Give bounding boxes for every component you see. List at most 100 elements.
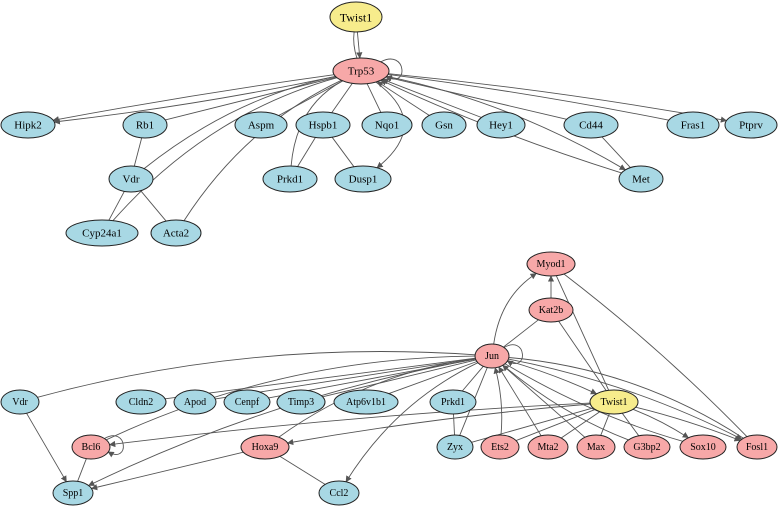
edge-trp53-to-vdr_top xyxy=(143,75,336,169)
node-shape xyxy=(528,297,574,323)
edge-trp53-to-rb1 xyxy=(165,76,337,121)
node-label: Fosl1 xyxy=(746,442,768,453)
node-shape xyxy=(0,389,40,415)
edge-trp53-to-hipk2 xyxy=(52,74,335,123)
edge-jun-to-kat2b xyxy=(503,319,539,348)
node-label: Kat2b xyxy=(539,305,563,316)
node-myod1: Myod1 xyxy=(526,251,576,277)
edge-twist1_bot-to-g3bp2 xyxy=(621,413,640,437)
node-vdr-top: Vdr xyxy=(108,165,154,193)
node-label: Cd44 xyxy=(579,120,603,132)
node-mta2: Mta2 xyxy=(527,434,569,460)
node-shape xyxy=(527,434,569,460)
node-shape xyxy=(329,1,383,33)
edge-trp53-to-fras1 xyxy=(387,73,669,121)
node-ptprv: Ptprv xyxy=(724,111,778,139)
node-label: Atp6v1b1 xyxy=(346,397,386,408)
node-label: Cenpf xyxy=(235,397,260,408)
node-hspb1: Hspb1 xyxy=(295,111,351,139)
node-label: Hoxa9 xyxy=(252,442,279,453)
node-label: Ets2 xyxy=(491,442,509,453)
edge-cd44-to-met xyxy=(601,136,631,168)
node-timp3: Timp3 xyxy=(276,389,326,415)
edge-hoxa9-to-ccl2 xyxy=(279,456,326,485)
node-label: Dusp1 xyxy=(349,174,378,186)
node-shape xyxy=(318,480,360,506)
node-ccl2: Ccl2 xyxy=(318,480,360,506)
edge-jun-to-hoxa9 xyxy=(278,357,476,438)
node-fosl1: Fosl1 xyxy=(736,434,778,460)
node-label: Cyp24a1 xyxy=(82,228,122,240)
node-trp53: Trp53 xyxy=(332,57,390,85)
node-met: Met xyxy=(618,165,664,193)
edge-trp53-to-cyp24a1 xyxy=(112,77,338,221)
node-label: Met xyxy=(632,174,650,186)
edge-vdr_top-to-acta2 xyxy=(140,190,167,222)
edge-twist1_bot-to-hoxa9 xyxy=(286,403,591,446)
edge-jun-to-jun xyxy=(503,344,523,367)
node-label: Vdr xyxy=(12,397,28,408)
edge-bcl6-to-spp1 xyxy=(77,458,87,482)
node-shape xyxy=(421,111,467,139)
node-shape xyxy=(71,434,111,460)
node-shape xyxy=(332,57,390,85)
node-shape xyxy=(0,111,56,139)
node-shape xyxy=(65,219,139,247)
node-shape xyxy=(526,251,576,277)
node-label: Prkd1 xyxy=(441,397,465,408)
edge-bcl6-to-bcl6 xyxy=(104,435,124,458)
node-label: Zyx xyxy=(447,442,463,453)
node-label: Cldn2 xyxy=(129,397,153,408)
node-label: Ccl2 xyxy=(330,488,349,499)
node-shape xyxy=(223,389,271,415)
node-acta2: Acta2 xyxy=(150,219,202,247)
node-label: Sox10 xyxy=(690,442,716,453)
edge-hspb1-to-prkd1_top xyxy=(297,137,316,167)
node-nqo1: Nqo1 xyxy=(361,111,413,139)
node-shape xyxy=(150,219,202,247)
edge-hey1-to-trp53 xyxy=(381,78,482,118)
node-prkd1-top: Prkd1 xyxy=(262,165,318,193)
edge-twist1_top-to-trp53 xyxy=(356,31,363,59)
edge-twist1_bot-to-max xyxy=(600,413,610,436)
edge-prkd1_bot-to-zyx xyxy=(453,413,455,436)
edge-twist1_bot-to-bcl6 xyxy=(108,402,591,448)
node-shape xyxy=(333,389,399,415)
node-sox10: Sox10 xyxy=(679,434,727,460)
node-label: Jun xyxy=(485,351,499,362)
node-label: Rb1 xyxy=(136,120,154,132)
node-label: Hspb1 xyxy=(309,120,338,132)
edge-twist1_bot-to-zyx xyxy=(471,407,594,443)
edge-jun-to-ccl2 xyxy=(345,362,479,483)
node-label: Gsn xyxy=(435,120,453,132)
node-shape xyxy=(476,111,526,139)
edge-twist1_bot-to-mta2 xyxy=(560,411,601,439)
node-label: Vdr xyxy=(122,174,139,186)
node-shape xyxy=(474,343,510,369)
edge-jun-to-spp1 xyxy=(88,358,476,486)
edge-trp53-to-nqo1 xyxy=(366,83,382,113)
node-shape xyxy=(480,434,520,460)
edge-jun-to-fosl1 xyxy=(508,357,744,439)
edge-twist1_bot-to-sox10 xyxy=(632,408,689,439)
node-max: Max xyxy=(576,434,616,460)
edge-cd44-to-trp53 xyxy=(385,75,567,120)
edge-ets2-to-jun xyxy=(493,367,503,436)
edge-max-to-jun xyxy=(502,364,586,438)
node-ets2: Ets2 xyxy=(480,434,520,460)
node-kat2b: Kat2b xyxy=(528,297,574,323)
node-fras1: Fras1 xyxy=(666,111,720,139)
node-shape xyxy=(429,389,477,415)
edge-jun-to-prkd1_bot xyxy=(461,366,484,392)
edge-twist1_bot-to-fosl1 xyxy=(635,406,741,442)
node-shape xyxy=(618,165,664,193)
node-hey1: Hey1 xyxy=(476,111,526,139)
node-label: Max xyxy=(587,442,605,453)
edge-hspb1-to-dusp1 xyxy=(331,136,355,167)
node-label: G3bp2 xyxy=(633,442,660,453)
node-shape xyxy=(576,434,616,460)
node-shape xyxy=(736,434,778,460)
node-label: Trp53 xyxy=(348,66,375,78)
node-shape xyxy=(436,434,474,460)
